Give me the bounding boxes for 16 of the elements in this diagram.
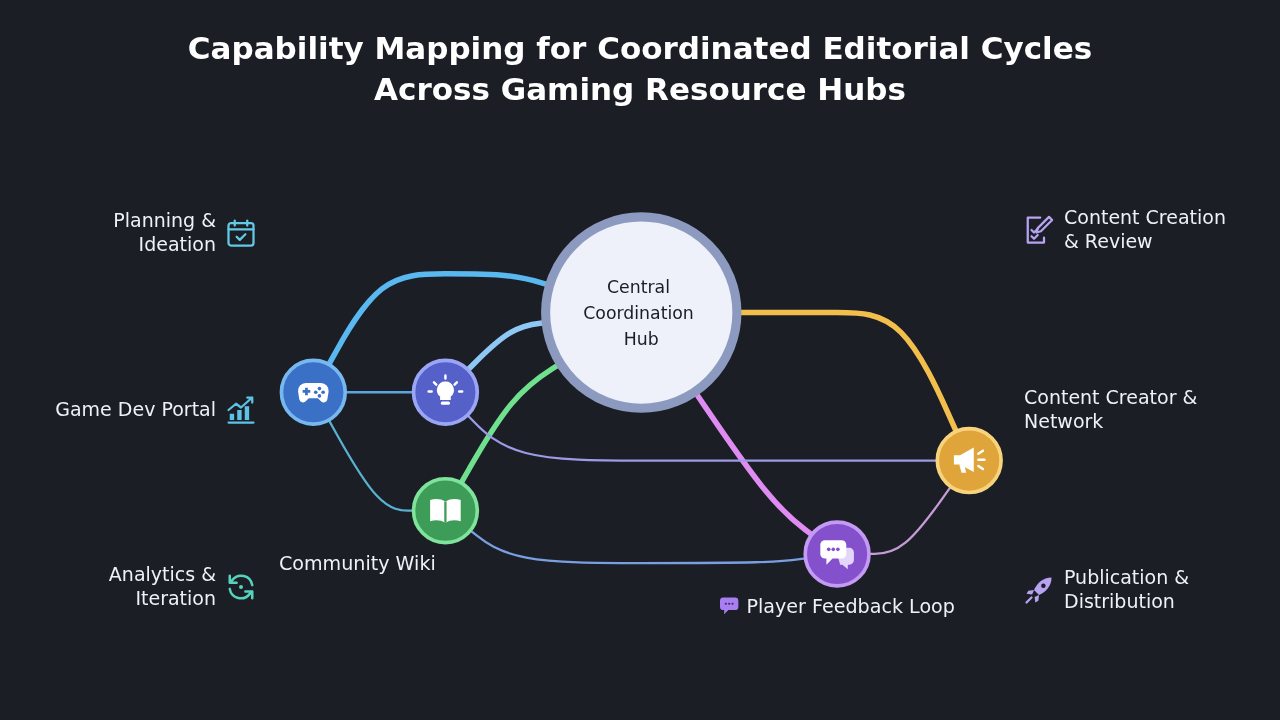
title: Capability Mapping for Coordinated Editorial Cycles Across Gaming Resource Hubs — [186, 29, 1094, 109]
node-circle — [411, 477, 480, 545]
category-label: Content Creator & Network — [1024, 386, 1199, 434]
category-label: Publication & Distribution — [1064, 566, 1191, 614]
category-label: Planning & Ideation — [112, 209, 216, 257]
node-circle: Central Coordination Hub — [541, 212, 742, 413]
node-circle — [803, 520, 871, 588]
node-circle — [279, 358, 348, 426]
category-label: Analytics & Iteration — [107, 563, 216, 611]
category-label: Game Dev Portal — [55, 398, 216, 422]
connector — [869, 485, 952, 556]
node-circle — [411, 358, 480, 426]
category-label: Content Creation & Review — [1064, 206, 1227, 254]
node-caption: Community Wiki — [278, 551, 436, 575]
node-circle — [935, 426, 1003, 495]
node-caption: Player Feedback Loop — [746, 595, 955, 619]
